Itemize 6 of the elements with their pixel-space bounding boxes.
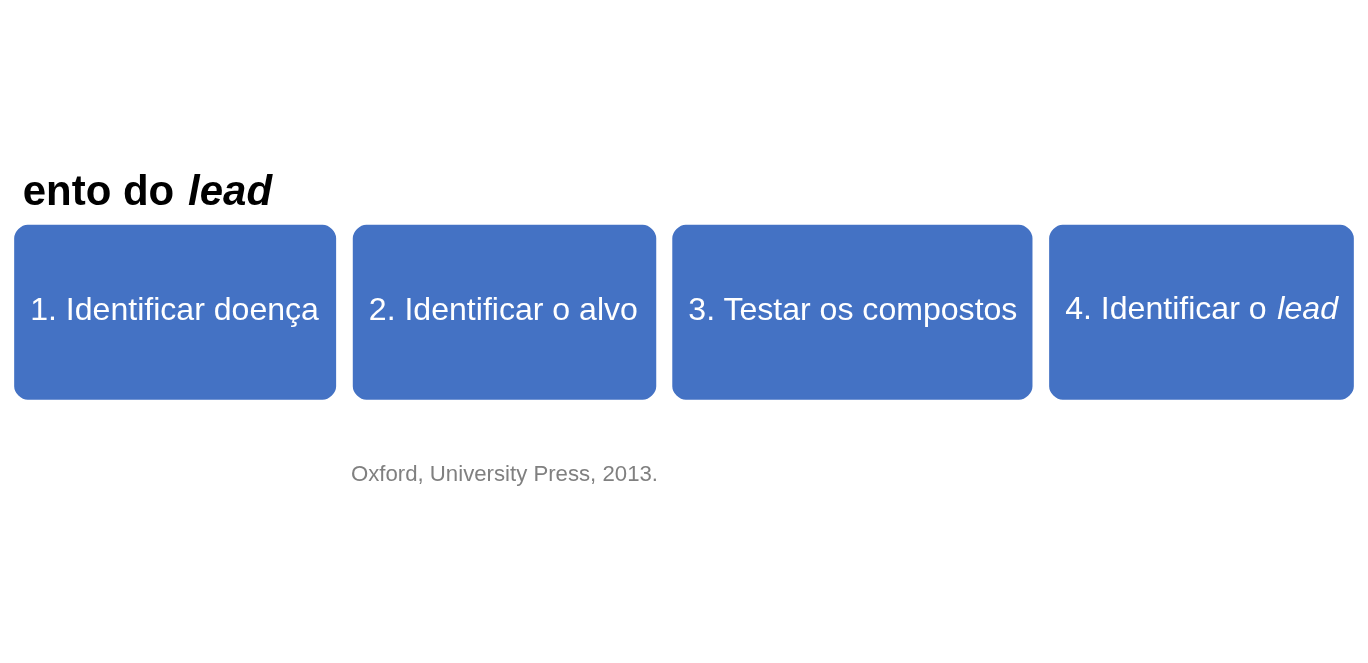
label: Oxford, University Press, 2013.	[350, 460, 658, 486]
diagram-title: ento do lead	[22, 166, 273, 214]
node-box: 4. Identificar o lead	[1046, 221, 1357, 402]
node-box: 2. Identificar o alvo	[350, 221, 659, 402]
node-box: 1. Identificar doença	[11, 221, 339, 402]
node-box: 3. Testar os compostos	[669, 221, 1035, 402]
